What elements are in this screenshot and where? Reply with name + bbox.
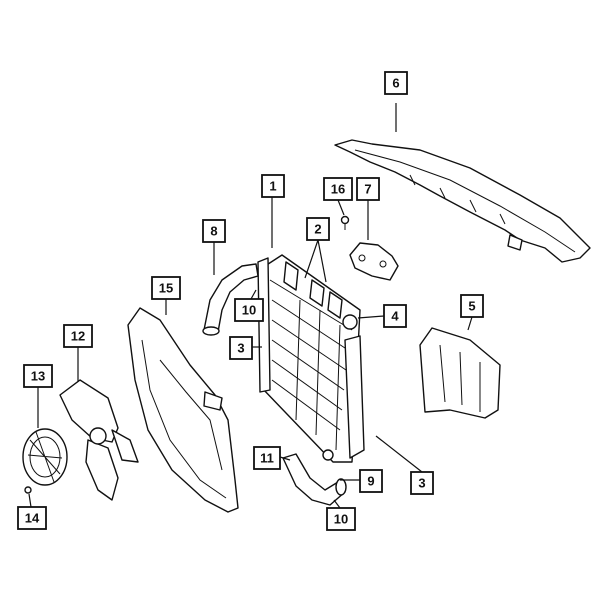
callout-9: 9 — [359, 469, 383, 493]
callout-label: 16 — [331, 182, 345, 197]
callout-label: 2 — [314, 222, 321, 237]
callout-1: 1 — [261, 174, 285, 198]
callout-6: 6 — [384, 71, 408, 95]
callout-label: 9 — [367, 474, 374, 489]
callout-10-upper: 10 — [234, 298, 264, 322]
callout-14: 14 — [17, 506, 47, 530]
callout-7: 7 — [356, 177, 380, 201]
part-upper-hose — [202, 263, 259, 336]
callout-label: 14 — [25, 511, 40, 526]
part-fan-shroud — [127, 307, 239, 513]
callout-label: 5 — [468, 299, 475, 314]
callout-13: 13 — [23, 364, 53, 388]
callout-12: 12 — [63, 324, 93, 348]
callout-11: 11 — [253, 446, 281, 470]
callout-label: 11 — [260, 451, 274, 466]
callout-label: 8 — [210, 224, 217, 239]
callout-label: 12 — [71, 329, 85, 344]
part-bracket — [349, 242, 399, 281]
callout-label: 6 — [392, 76, 399, 91]
callout-label: 13 — [31, 369, 45, 384]
callout-label: 3 — [418, 476, 425, 491]
callout-label: 10 — [334, 512, 348, 527]
part-upper-support — [334, 139, 591, 263]
callout-2: 2 — [306, 217, 330, 241]
callout-4: 4 — [383, 304, 407, 328]
part-side-deflector — [419, 327, 501, 419]
callout-label: 1 — [269, 179, 276, 194]
callout-label: 3 — [237, 341, 244, 356]
part-lower-hose — [282, 453, 347, 506]
callout-8: 8 — [202, 219, 226, 243]
part-clutch-bolt — [24, 486, 32, 494]
callout-label: 7 — [364, 182, 371, 197]
leader-lines — [28, 103, 473, 509]
part-fan — [59, 379, 139, 501]
callout-16: 16 — [323, 177, 353, 201]
callout-5: 5 — [460, 294, 484, 318]
part-radiator — [257, 254, 365, 463]
callout-10-lower: 10 — [326, 507, 356, 531]
callout-label: 15 — [159, 281, 173, 296]
callout-label: 10 — [242, 303, 256, 318]
callout-label: 4 — [391, 309, 399, 324]
callout-3-right: 3 — [410, 471, 434, 495]
part-fan-clutch — [22, 428, 68, 486]
callout-15: 15 — [151, 276, 181, 300]
callout-3-left: 3 — [229, 336, 253, 360]
part-bolt — [340, 215, 350, 230]
